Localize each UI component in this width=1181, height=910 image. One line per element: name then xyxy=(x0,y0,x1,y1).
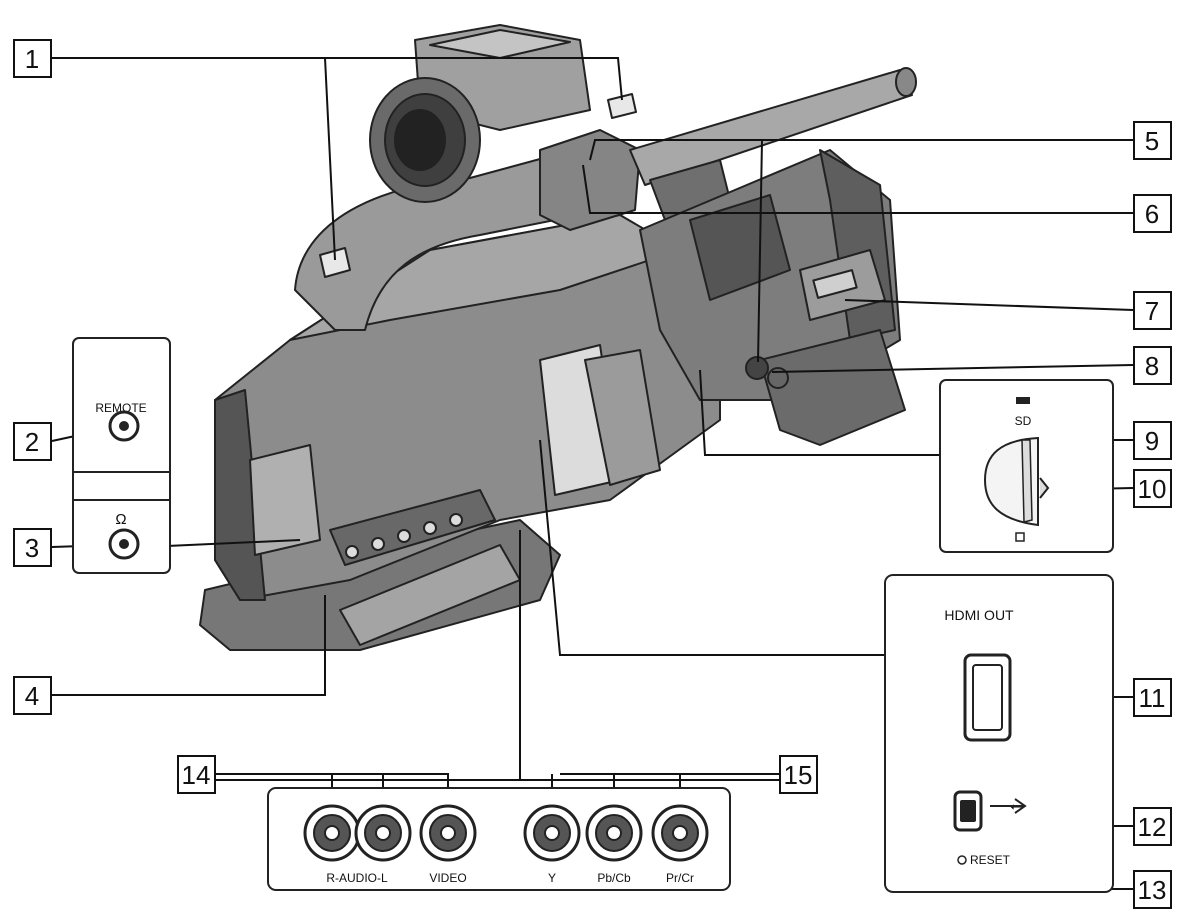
remote-jack xyxy=(108,410,140,442)
hdmi-usb-panel: HDMI OUT ⭠ RESET xyxy=(884,574,1114,893)
callout-3: 3 xyxy=(13,528,52,567)
memory-card-icon xyxy=(1016,397,1030,404)
callout-7: 7 xyxy=(1133,291,1172,330)
svg-text:4: 4 xyxy=(25,681,39,711)
svg-text:9: 9 xyxy=(1145,426,1159,456)
sd-card-panel: SD xyxy=(939,379,1114,553)
svg-text:8: 8 xyxy=(1145,351,1159,381)
svg-text:11: 11 xyxy=(1139,683,1166,713)
callout-10: 10 xyxy=(1133,469,1172,508)
callout-boxes: 1 2 3 4 5 6 7 8 xyxy=(13,39,1172,909)
callout-4: 4 xyxy=(13,676,52,715)
svg-text:15: 15 xyxy=(784,760,813,790)
headphone-icon: Ω xyxy=(115,511,126,528)
av-jacks-panel: R-AUDIO-L VIDEO Y Pb/Cb Pr/Cr xyxy=(267,787,731,891)
pb-cb-label: Pb/Cb xyxy=(597,871,631,885)
svg-text:1: 1 xyxy=(25,44,39,74)
reset-label: RESET xyxy=(970,853,1011,867)
hdmi-port xyxy=(963,653,1012,742)
svg-text:10: 10 xyxy=(1138,474,1167,504)
audio-right-jack xyxy=(303,804,361,862)
callout-1: 1 xyxy=(13,39,52,78)
svg-text:2: 2 xyxy=(25,427,39,457)
access-lamp xyxy=(1039,477,1050,499)
callout-15: 15 xyxy=(779,755,818,794)
svg-text:7: 7 xyxy=(1145,296,1159,326)
svg-text:5: 5 xyxy=(1145,126,1159,156)
pb-cb-jack xyxy=(585,804,643,862)
headphone-jack xyxy=(108,528,140,560)
remote-headphone-panel: REMOTE Ω xyxy=(72,337,171,574)
callout-5: 5 xyxy=(1133,121,1172,160)
video-label: VIDEO xyxy=(429,871,466,885)
callout-13: 13 xyxy=(1133,870,1172,909)
callout-9: 9 xyxy=(1133,421,1172,460)
remote-label: REMOTE xyxy=(95,401,146,415)
svg-text:6: 6 xyxy=(1145,199,1159,229)
y-label: Y xyxy=(548,871,556,885)
svg-text:3: 3 xyxy=(25,533,39,563)
reset-button xyxy=(957,855,967,865)
sd-label: SD xyxy=(1015,414,1032,428)
svg-text:12: 12 xyxy=(1138,812,1167,842)
pr-cr-label: Pr/Cr xyxy=(666,871,694,885)
audio-label: R-AUDIO-L xyxy=(326,871,388,885)
y-jack xyxy=(523,804,581,862)
svg-text:14: 14 xyxy=(182,760,211,790)
pr-cr-jack xyxy=(651,804,709,862)
audio-left-jack xyxy=(354,804,412,862)
camcorder-illustration xyxy=(199,24,917,651)
video-jack xyxy=(419,804,477,862)
callout-8: 8 xyxy=(1133,346,1172,385)
svg-text:13: 13 xyxy=(1138,875,1167,905)
access-icon xyxy=(1015,532,1025,542)
callout-2: 2 xyxy=(13,422,52,461)
callout-11: 11 xyxy=(1133,678,1172,717)
hdmi-out-label: HDMI OUT xyxy=(944,607,1014,623)
callout-12: 12 xyxy=(1133,807,1172,846)
callout-6: 6 xyxy=(1133,194,1172,233)
callout-14: 14 xyxy=(177,755,216,794)
